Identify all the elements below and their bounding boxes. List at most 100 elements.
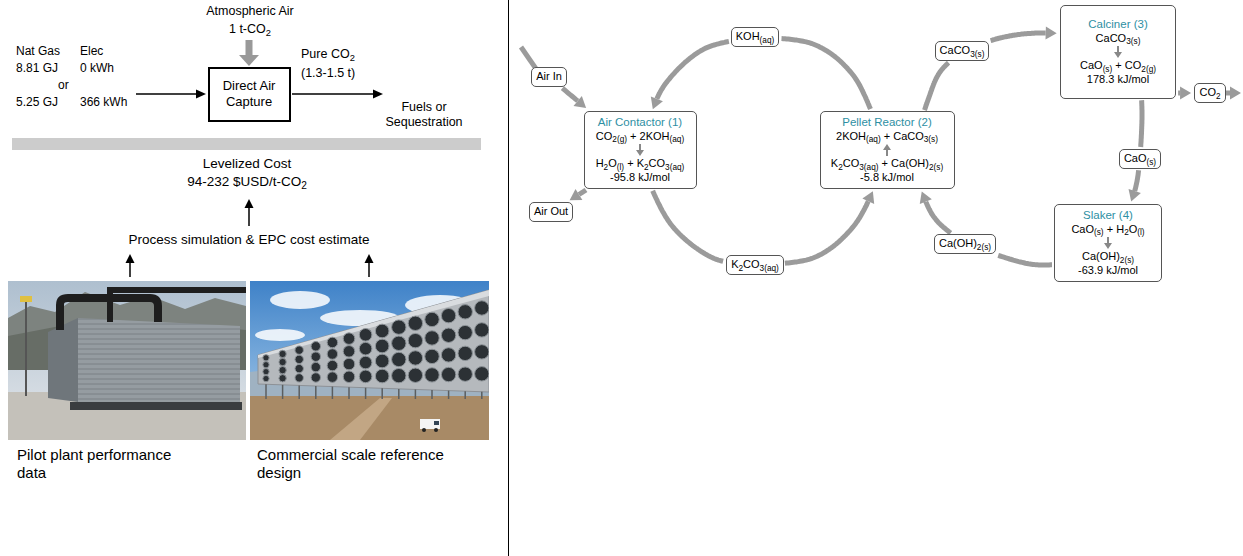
fan [475, 345, 489, 359]
fan [311, 362, 320, 371]
subscript: (s) [1124, 256, 1134, 265]
fan [458, 346, 472, 360]
support-leg [298, 385, 300, 399]
flow-line [1135, 170, 1139, 191]
subscript: (s) [928, 135, 938, 144]
truck [420, 419, 440, 429]
arrowhead [1129, 189, 1141, 201]
pipe [110, 290, 246, 322]
cost-value: 94-232 $USD/t-CO2 [187, 174, 307, 190]
box-text: CaO(s) + CO2(g) [1080, 59, 1156, 73]
stream-tag: Air Out [529, 202, 573, 221]
flow-line [926, 202, 951, 233]
up-arrow [248, 207, 250, 226]
box-text: 2KOH(aq) + CaCO3(s) [836, 130, 938, 144]
flow-line [991, 33, 1046, 41]
box-text: 178.3 kJ/mol [1087, 73, 1149, 87]
energy-value: 0 kWh [80, 61, 114, 75]
subscript: (s) [975, 50, 985, 59]
fan [279, 358, 286, 365]
fan [425, 312, 439, 326]
flow-line [925, 63, 949, 110]
subscript: 3 [924, 135, 929, 144]
flow-arrow [998, 255, 1052, 265]
fan [343, 346, 355, 358]
subscript: (l) [617, 163, 624, 172]
ground [250, 396, 489, 440]
stream-tag: CaO(s) [1119, 149, 1161, 168]
input-label: Atmospheric Air [206, 4, 294, 19]
stream-tag: Ca(OH)2(s) [934, 234, 996, 253]
arrow-shaft [639, 144, 641, 151]
support-leg [464, 391, 466, 399]
subscript: 2 [738, 264, 743, 273]
flow-line [562, 88, 577, 101]
subscript: (s) [934, 163, 944, 172]
flow-line [579, 190, 586, 195]
output-use: Fuels or Sequestration [366, 100, 482, 130]
arrowhead [883, 144, 891, 150]
method-label: Process simulation & EPC cost estimate [129, 232, 370, 248]
air-input-arrow [246, 40, 253, 56]
subscript: (aq) [866, 135, 881, 144]
pilot-plant-photo [8, 281, 246, 440]
arrowhead [373, 90, 383, 99]
support-leg [282, 385, 284, 399]
unit-front [78, 318, 240, 408]
box-text: K2CO3(aq) [731, 257, 779, 271]
subscript: (g) [617, 135, 627, 144]
reaction-arrow [1113, 46, 1123, 58]
box-heading: Pellet Reactor (2) [842, 115, 931, 129]
box-text: -63.9 kJ/mol [1078, 264, 1138, 278]
subscript: (s) [1103, 65, 1113, 74]
fan [343, 333, 355, 345]
fan [375, 369, 389, 383]
subscript: (s) [1147, 158, 1157, 167]
flow-arrow [1178, 87, 1191, 100]
box-heading: Calciner (3) [1088, 17, 1147, 31]
lamp-pole [25, 300, 27, 396]
subscript: (aq) [670, 135, 685, 144]
support-leg [381, 388, 383, 399]
fan [392, 320, 406, 334]
unit-box: Pellet Reactor (2)2KOH(aq) + CaCO3(s)K2C… [820, 111, 955, 189]
stream-tag: CO2 [1194, 83, 1225, 102]
fan [279, 350, 286, 357]
fan [327, 360, 338, 371]
wheel [422, 428, 426, 432]
flow-line [1178, 91, 1180, 96]
fan [263, 369, 269, 375]
fan [263, 362, 269, 368]
flow-arrow [562, 88, 586, 108]
subscript: 2 [1120, 256, 1125, 265]
support-leg [481, 392, 483, 399]
stream-tag: KOH(aq) [731, 27, 780, 46]
support-leg [365, 388, 367, 399]
fan [327, 372, 338, 383]
panel-divider [508, 0, 509, 556]
column-header: Elec [80, 44, 103, 58]
subscript: 3 [859, 163, 864, 172]
subscript: (s) [981, 243, 991, 252]
track [330, 398, 392, 440]
reaction-arrow [635, 144, 645, 156]
cost-label: Levelized Cost [203, 156, 292, 172]
box-text: -5.8 kJ/mol [860, 171, 914, 185]
fan [311, 373, 320, 382]
option-word: or [58, 78, 69, 92]
subscript: 2 [644, 163, 649, 172]
subscript: (g) [1146, 65, 1156, 74]
box-text: CaO(s) [1124, 151, 1156, 165]
support-leg [332, 387, 334, 399]
box-text: Ca(OH)2(s) [939, 236, 991, 250]
sky [250, 281, 489, 440]
support-leg [448, 391, 450, 399]
energy-value: 366 kWh [80, 95, 127, 109]
fan [408, 368, 422, 382]
subscript: 2 [929, 163, 934, 172]
unit-box: Air Contactor (1)CO2(g) + 2KOH(aq)H2O(l)… [584, 111, 697, 189]
commercial-plant-photo [250, 281, 489, 440]
flow-arrow [785, 191, 874, 263]
arrowhead [1230, 86, 1241, 99]
fan [392, 352, 406, 366]
